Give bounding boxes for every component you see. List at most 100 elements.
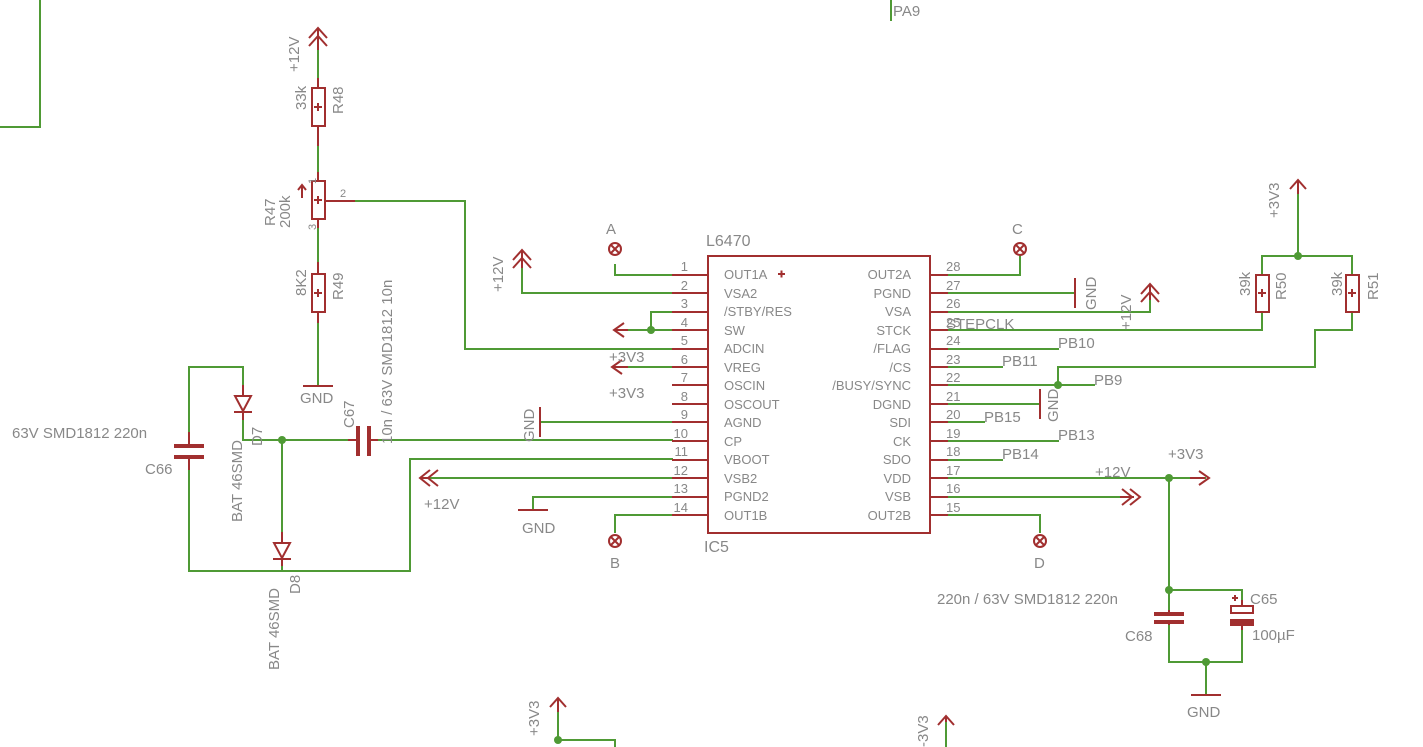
- pot-pin1: 1: [307, 178, 319, 184]
- resistor-r51[interactable]: 39k R51: [1329, 271, 1382, 313]
- wire-bottom-left-3v3: [557, 711, 616, 747]
- pot-pin2: 2: [340, 188, 346, 200]
- pin-name: VSB2: [724, 471, 757, 486]
- pin-num: 28: [946, 259, 960, 274]
- supply-label: +3V3: [526, 701, 543, 736]
- pin-num: 4: [681, 315, 688, 330]
- diode-d7[interactable]: D7 BAT 46SMD: [229, 385, 266, 522]
- capacitor-c66[interactable]: 63V SMD1812 220n C66: [12, 425, 204, 478]
- supply-3v3-bottom-right[interactable]: -3V3: [915, 714, 955, 747]
- ic-left-pins: 1 OUT1A 2 VSA2 3 /STBY/RES 4 SW 5 ADCIN …: [674, 259, 793, 523]
- supply-gnd-caps[interactable]: GND: [1187, 694, 1221, 721]
- pin-name: SW: [724, 323, 746, 338]
- net-label-pb10: PB10: [1058, 335, 1095, 352]
- supply-label: +12V: [1095, 464, 1130, 481]
- pin-num: 12: [674, 463, 688, 478]
- supply-label: GND: [1187, 704, 1221, 721]
- supply-label-3v3-osc: +3V3: [609, 385, 644, 402]
- junction-bottom: [554, 736, 562, 744]
- pin-num: 10: [674, 426, 688, 441]
- wire-vsa-12v: [947, 299, 1151, 313]
- pot-pin3: 3: [307, 224, 319, 230]
- capacitor-value: 63V SMD1812 220n: [12, 425, 147, 442]
- pin-name: OSCOUT: [724, 397, 780, 412]
- pin-name: OUT2B: [868, 508, 911, 523]
- resistor-value: 39k: [1237, 271, 1254, 296]
- wire-r47-adcin: [354, 200, 673, 350]
- wire-c66-d7: [188, 366, 244, 386]
- supply-3v3-pullups[interactable]: +3V3: [1266, 178, 1307, 218]
- pin-num: 17: [946, 463, 960, 478]
- potentiometer-r47[interactable]: 1 2 3 R47 200k: [262, 172, 355, 230]
- ic-right-pins: 28 OUT2A 27 PGND 26 VSA 25 STCK 24 /FLAG…: [832, 259, 960, 523]
- resistor-r50[interactable]: 39k R50: [1237, 271, 1290, 313]
- pin-name: /BUSY/SYNC: [832, 378, 911, 393]
- resistor-ref: R51: [1365, 272, 1382, 300]
- diode-d8[interactable]: D8 BAT 46SMD: [266, 532, 304, 670]
- capacitor-value: 10n / 63V SMD1812 10n: [379, 280, 396, 444]
- wire-a-out1a: [614, 264, 673, 276]
- wire-pgnd2-gnd: [532, 496, 673, 511]
- capacitor-ref: C68: [1125, 628, 1153, 645]
- diode-value: BAT 46SMD: [229, 440, 246, 522]
- capacitor-c65[interactable]: C65 100µF: [1230, 591, 1295, 644]
- capacitor-c68[interactable]: 220n / 63V SMD1812 220n C68: [937, 591, 1184, 645]
- supply-gnd-dgnd[interactable]: GND: [1039, 389, 1062, 423]
- pin-name: SDO: [883, 452, 911, 467]
- resistor-r49[interactable]: 8K2 R49: [293, 262, 347, 323]
- supply-3v3-bottom-left[interactable]: +3V3: [526, 696, 567, 736]
- capacitor-ref: C66: [145, 461, 173, 478]
- supply-12v-vsa[interactable]: +12V: [1118, 282, 1160, 330]
- supply-3v3-vdd[interactable]: +3V3: [1168, 446, 1211, 486]
- net-label-pb11: PB11: [1002, 353, 1038, 370]
- pin-num: 23: [946, 352, 960, 367]
- net-label-stepclk: STEPCLK: [946, 316, 1014, 333]
- pin-name: PGND: [873, 286, 911, 301]
- pin-num: 2: [681, 278, 688, 293]
- junction-cp-node: [278, 436, 286, 444]
- wire-12v-vsa2: [521, 267, 673, 294]
- supply-gnd-r49[interactable]: GND: [300, 385, 334, 407]
- wire-c66-vboot: [188, 458, 673, 572]
- wire-stck-r50: [947, 311, 1263, 331]
- supply-label: +12V: [1118, 295, 1135, 330]
- terminal-label: A: [606, 221, 616, 238]
- resistor-r48[interactable]: 33k R48: [293, 78, 347, 146]
- wires: [0, 0, 1353, 747]
- wire-caps-bottom: [1168, 624, 1243, 663]
- wire-out2b-d: [947, 514, 1041, 533]
- pin-name: STCK: [876, 323, 911, 338]
- output-terminal-d[interactable]: D: [1033, 534, 1047, 572]
- capacitor-c67[interactable]: C67 10n / 63V SMD1812 10n: [341, 280, 396, 456]
- resistor-value: 8K2: [293, 269, 310, 296]
- pin-name: PGND2: [724, 489, 769, 504]
- pin-name: VSA: [885, 304, 911, 319]
- supply-label: -3V3: [915, 715, 932, 747]
- pin-name: /STBY/RES: [724, 304, 792, 319]
- pin-num: 3: [681, 296, 688, 311]
- supply-12v-top[interactable]: +12V: [286, 26, 328, 72]
- ic-l6470[interactable]: L6470 IC5 1 OUT1A 2 VSA2 3 /STBY/RES 4 S…: [672, 233, 960, 556]
- supply-gnd-agnd[interactable]: GND: [521, 407, 541, 442]
- wire-out2a-c: [947, 255, 1021, 276]
- capacitor-ref: C67: [341, 400, 358, 428]
- supply-12v-vsa2[interactable]: +12V: [490, 248, 532, 292]
- terminal-label: C: [1012, 221, 1023, 238]
- pin-num: 24: [946, 333, 960, 348]
- resistor-value: 200k: [277, 195, 294, 228]
- pin-num: 11: [675, 444, 689, 459]
- wire-border-fragment: [0, 0, 41, 128]
- pin-num: 8: [681, 389, 688, 404]
- junction-vdd: [1165, 474, 1173, 482]
- supply-12v-vsb2[interactable]: +12V: [418, 469, 459, 513]
- pot-arrow-icon: [297, 183, 307, 198]
- pin-num: 6: [681, 352, 688, 367]
- output-terminal-c[interactable]: C: [1012, 221, 1027, 256]
- supply-gnd-pgnd[interactable]: GND: [1074, 277, 1100, 311]
- supply-3v3-vreg[interactable]: +3V3: [609, 349, 644, 375]
- supply-12v-vsb[interactable]: +12V: [1095, 464, 1142, 506]
- supply-label: +12V: [286, 37, 303, 72]
- output-terminal-b[interactable]: B: [608, 534, 622, 572]
- output-terminal-a[interactable]: A: [606, 221, 622, 256]
- supply-gnd-pgnd2[interactable]: GND: [518, 509, 556, 537]
